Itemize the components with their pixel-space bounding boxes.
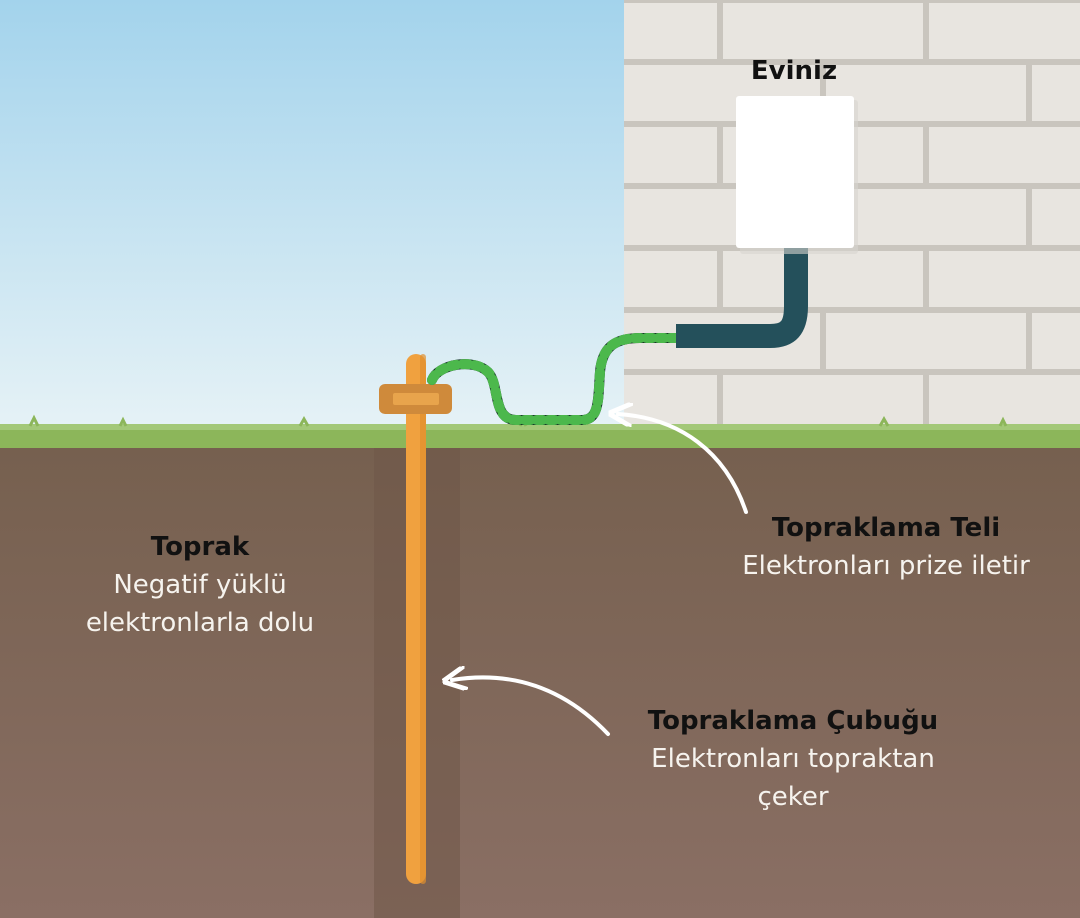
rod-arrow — [452, 677, 610, 736]
rod-title: Topraklama Çubuğu — [647, 706, 939, 736]
wire-title: Topraklama Teli — [771, 513, 1001, 543]
wire-desc: Elektronları prize iletir — [742, 551, 1030, 581]
soil-area — [0, 448, 1080, 918]
soil-desc-line2: elektronlarla dolu — [85, 608, 315, 638]
grass — [0, 414, 1080, 448]
soil-title: Toprak — [150, 532, 250, 562]
conduit-pipe — [676, 248, 808, 348]
rod-desc-line1: Elektronları topraktan — [651, 744, 935, 774]
soil-label: Toprak Negatif yüklü elektronlarla dolu — [50, 534, 350, 636]
soil-desc-line1: Negatif yüklü — [113, 570, 287, 600]
house-panel — [736, 96, 858, 254]
rod-label: Topraklama Çubuğu Elektronları topraktan… — [600, 708, 986, 810]
house-label-text: Eviniz — [750, 56, 838, 86]
grounding-rod — [379, 354, 452, 884]
wire-arrow — [618, 414, 748, 514]
house-label: Eviniz — [738, 58, 850, 84]
rod-desc-line2: çeker — [757, 782, 829, 812]
grounding-wire — [427, 333, 685, 425]
wire-label: Topraklama Teli Elektronları prize ileti… — [700, 515, 1072, 579]
